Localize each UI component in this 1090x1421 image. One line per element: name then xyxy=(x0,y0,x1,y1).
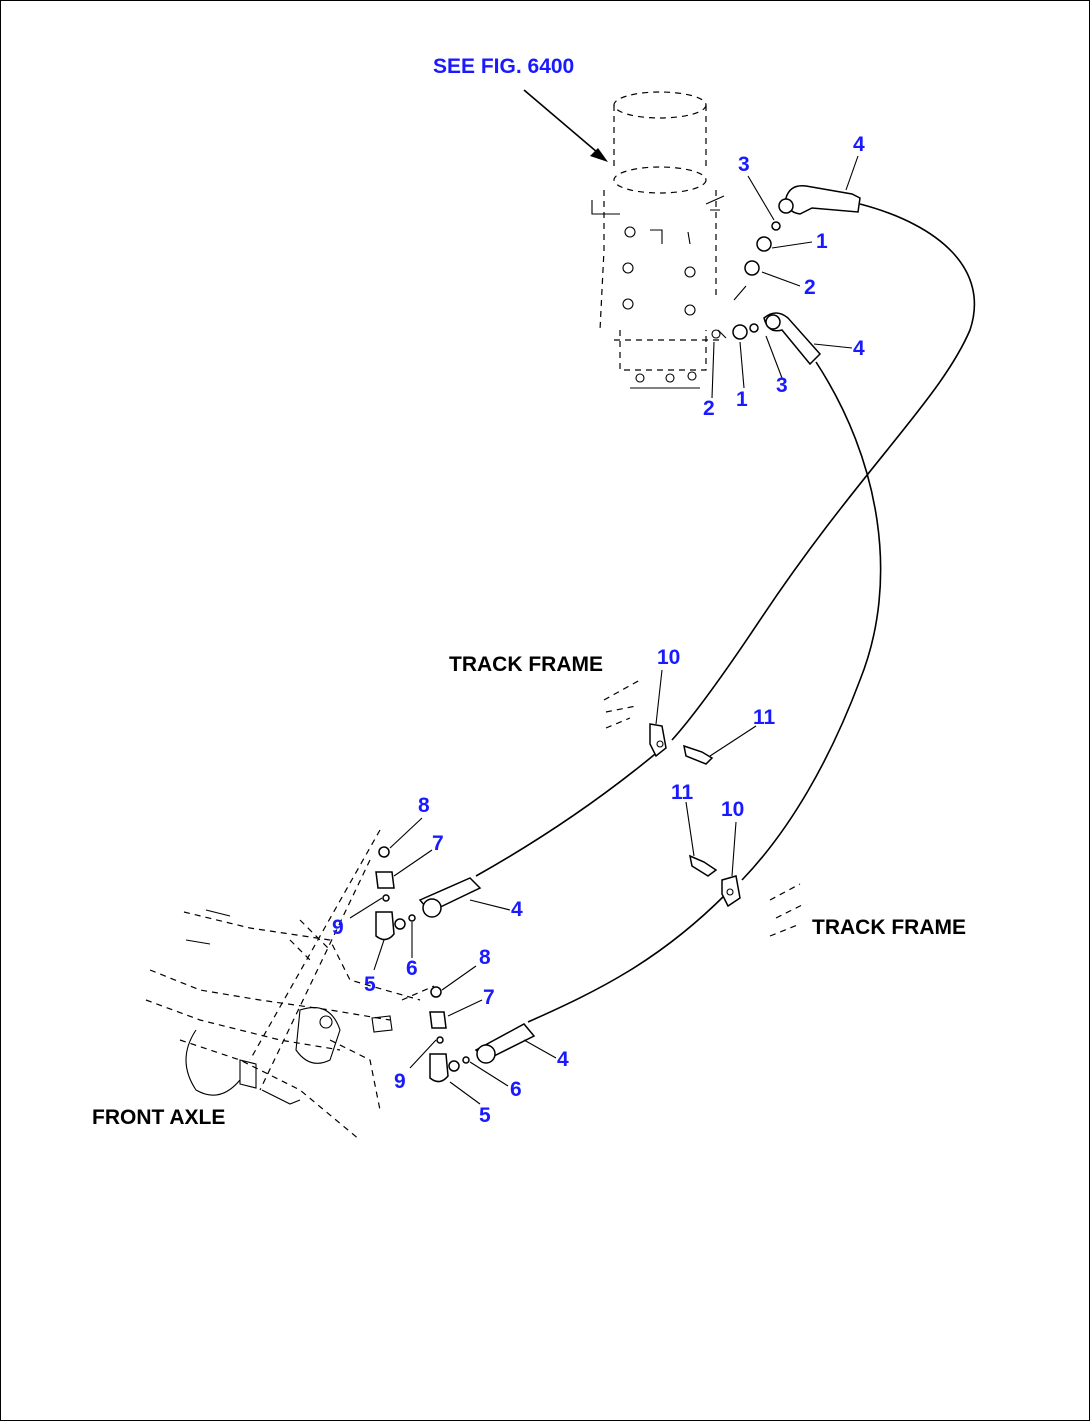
callout-11: 11 xyxy=(753,706,776,729)
callout-6: 6 xyxy=(406,957,418,980)
callout-9: 9 xyxy=(332,916,344,939)
callout-7: 7 xyxy=(432,832,444,855)
lower-fittings-a xyxy=(375,846,482,941)
leader-lines xyxy=(349,155,859,1105)
callout-4: 4 xyxy=(557,1048,569,1071)
callout-11: 11 xyxy=(671,781,694,804)
clamps xyxy=(603,679,805,937)
front-axle-housing xyxy=(145,829,435,1141)
callout-4: 4 xyxy=(853,133,865,156)
callout-5: 5 xyxy=(364,973,376,996)
hydraulic-hoses xyxy=(475,203,976,1023)
reference-label: SEE FIG. 6400 xyxy=(433,55,574,78)
callout-3: 3 xyxy=(776,374,788,397)
front-axle-label: FRONT AXLE xyxy=(92,1106,225,1129)
reference-arrow xyxy=(523,89,608,162)
lower-fittings-b xyxy=(429,986,536,1083)
callout-8: 8 xyxy=(479,946,491,969)
swivel-joint xyxy=(591,91,725,389)
callout-2: 2 xyxy=(804,276,816,299)
track-frame-label-lower: TRACK FRAME xyxy=(812,916,966,939)
callout-4: 4 xyxy=(853,337,865,360)
callout-1: 1 xyxy=(816,230,828,253)
callout-10: 10 xyxy=(721,798,744,821)
callout-10: 10 xyxy=(657,646,680,669)
callout-5: 5 xyxy=(479,1104,491,1127)
callout-9: 9 xyxy=(394,1070,406,1093)
callout-8: 8 xyxy=(418,794,430,817)
callout-2: 2 xyxy=(703,397,715,420)
upper-fittings xyxy=(711,185,861,366)
track-frame-label-upper: TRACK FRAME xyxy=(449,653,603,676)
callout-7: 7 xyxy=(483,986,495,1009)
callout-6: 6 xyxy=(510,1078,522,1101)
callout-1: 1 xyxy=(736,388,748,411)
callout-3: 3 xyxy=(738,153,750,176)
callout-4: 4 xyxy=(511,898,523,921)
